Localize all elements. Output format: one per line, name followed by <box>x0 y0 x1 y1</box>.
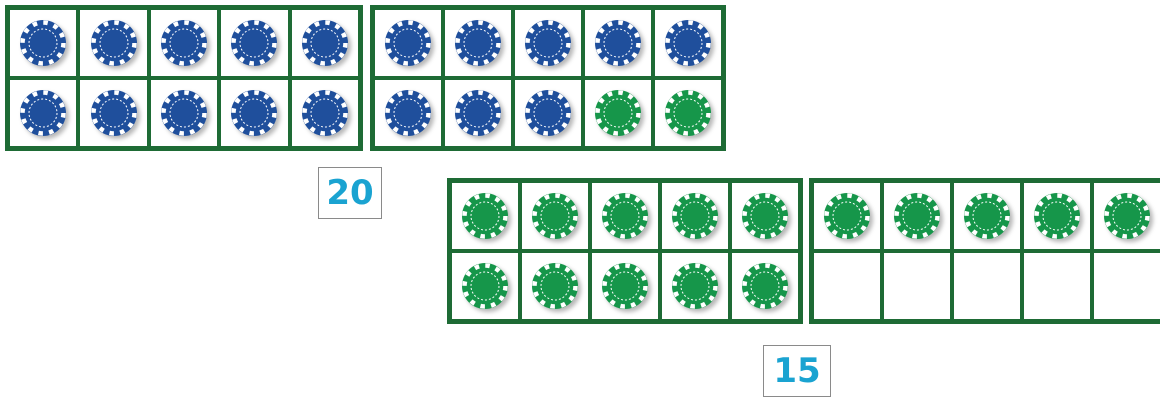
ten-frame-cell <box>1094 183 1160 249</box>
ten-frame-cell <box>292 80 358 146</box>
ten-frame-cell <box>814 253 880 319</box>
ten-frame-cell <box>884 183 950 249</box>
blue-counter-chip-icon <box>663 18 713 68</box>
blue-counter-chip-icon <box>159 88 209 138</box>
blue-counter-chip-icon <box>229 18 279 68</box>
ten-frame-cell <box>1094 253 1160 319</box>
ten-frame-cell <box>954 183 1020 249</box>
blue-counter-chip-icon <box>300 88 350 138</box>
green-counter-chip-icon <box>962 191 1012 241</box>
blue-counter-chip-icon <box>523 88 573 138</box>
ten-frame-cell <box>445 10 511 76</box>
ten-frame-2 <box>370 5 726 151</box>
green-counter-chip-icon <box>670 261 720 311</box>
green-counter-chip-icon <box>892 191 942 241</box>
ten-frame-cell <box>375 80 441 146</box>
ten-frame-cell <box>452 183 518 249</box>
green-counter-chip-icon <box>600 261 650 311</box>
ten-frame-4 <box>809 178 1160 324</box>
blue-counter-chip-icon <box>300 18 350 68</box>
green-counter-chip-icon <box>600 191 650 241</box>
green-counter-chip-icon <box>530 261 580 311</box>
blue-counter-chip-icon <box>383 88 433 138</box>
ten-frame-cell <box>732 253 798 319</box>
green-counter-chip-icon <box>593 88 643 138</box>
blue-counter-chip-icon <box>159 18 209 68</box>
ten-frame-cell <box>151 80 217 146</box>
green-counter-chip-icon <box>460 261 510 311</box>
blue-counter-chip-icon <box>89 18 139 68</box>
ten-frame-cell <box>655 10 721 76</box>
count-box-15: 15 <box>763 345 831 397</box>
ten-frame-cell <box>1024 253 1090 319</box>
blue-counter-chip-icon <box>523 18 573 68</box>
blue-counter-chip-icon <box>453 88 503 138</box>
ten-frame-cell <box>221 80 287 146</box>
blue-counter-chip-icon <box>383 18 433 68</box>
ten-frame-cell <box>10 80 76 146</box>
green-counter-chip-icon <box>670 191 720 241</box>
green-counter-chip-icon <box>1102 191 1152 241</box>
ten-frame-cell <box>522 253 588 319</box>
blue-counter-chip-icon <box>18 18 68 68</box>
ten-frame-cell <box>884 253 950 319</box>
green-counter-chip-icon <box>740 261 790 311</box>
ten-frame-cell <box>662 253 728 319</box>
ten-frame-cell <box>522 183 588 249</box>
blue-counter-chip-icon <box>593 18 643 68</box>
ten-frame-cell <box>954 253 1020 319</box>
green-counter-chip-icon <box>1032 191 1082 241</box>
ten-frame-cell <box>10 10 76 76</box>
ten-frame-cell <box>445 80 511 146</box>
ten-frame-cell <box>592 253 658 319</box>
blue-counter-chip-icon <box>453 18 503 68</box>
ten-frame-cell <box>452 253 518 319</box>
ten-frame-cell <box>655 80 721 146</box>
blue-counter-chip-icon <box>229 88 279 138</box>
ten-frame-cell <box>585 10 651 76</box>
ten-frame-cell <box>662 183 728 249</box>
ten-frame-cell <box>1024 183 1090 249</box>
ten-frame-cell <box>515 10 581 76</box>
ten-frame-cell <box>592 183 658 249</box>
ten-frame-cell <box>732 183 798 249</box>
ten-frame-cell <box>585 80 651 146</box>
ten-frame-cell <box>221 10 287 76</box>
green-counter-chip-icon <box>460 191 510 241</box>
ten-frame-cell <box>151 10 217 76</box>
ten-frame-cell <box>515 80 581 146</box>
green-counter-chip-icon <box>740 191 790 241</box>
green-counter-chip-icon <box>530 191 580 241</box>
count-box-20: 20 <box>318 167 382 219</box>
blue-counter-chip-icon <box>89 88 139 138</box>
ten-frame-1 <box>5 5 363 151</box>
ten-frame-cell <box>292 10 358 76</box>
ten-frame-cell <box>80 10 146 76</box>
blue-counter-chip-icon <box>18 88 68 138</box>
green-counter-chip-icon <box>663 88 713 138</box>
green-counter-chip-icon <box>822 191 872 241</box>
ten-frame-cell <box>814 183 880 249</box>
ten-frame-3 <box>447 178 803 324</box>
ten-frame-cell <box>80 80 146 146</box>
ten-frame-cell <box>375 10 441 76</box>
